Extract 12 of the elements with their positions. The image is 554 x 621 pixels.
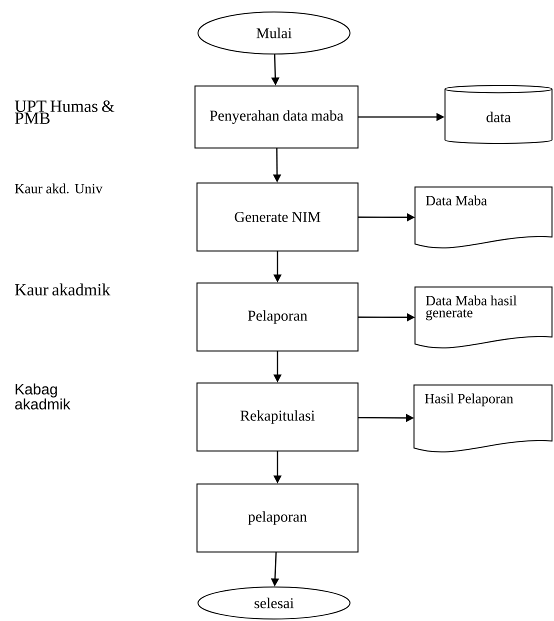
process-box: Rekapitulasi xyxy=(196,382,358,452)
process-box: Penyerahan data maba xyxy=(194,86,358,148)
terminal-oval: selesai xyxy=(198,586,350,620)
lane-label: Kaur akd. Univ xyxy=(14,184,103,194)
process-box: pelaporan xyxy=(196,484,358,552)
process-box: Generate NIM xyxy=(196,182,358,252)
lane-label: UPT Humas & PMB xyxy=(14,100,114,124)
terminal-oval: Mulai xyxy=(198,12,350,54)
process-box: Pelaporan xyxy=(196,282,358,352)
data-cylinder: data xyxy=(444,84,552,144)
lane-label: Kabag akadmik xyxy=(15,384,70,410)
lane-label: Kaur akadmik xyxy=(14,284,110,296)
